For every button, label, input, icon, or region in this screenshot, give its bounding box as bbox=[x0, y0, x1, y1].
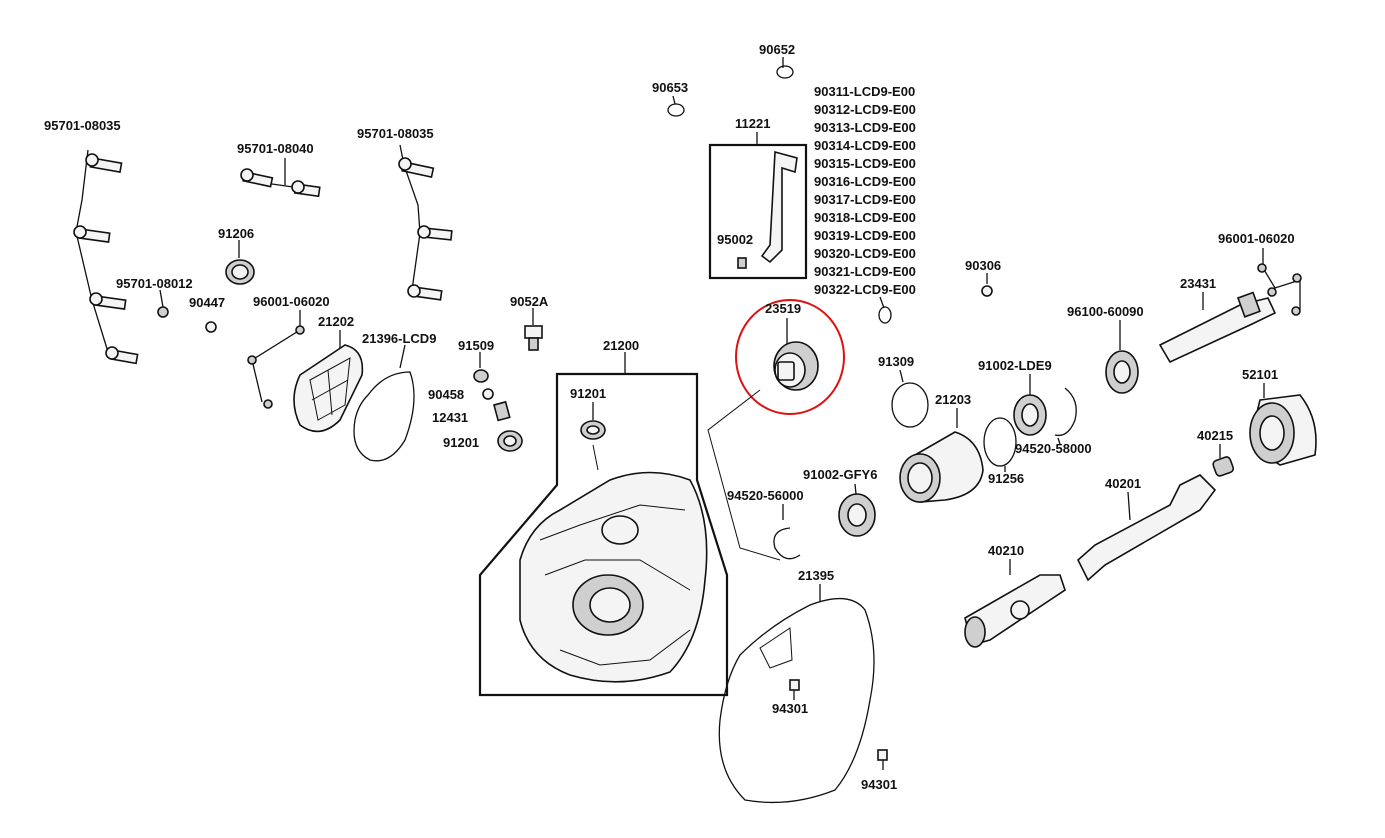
gasket-21396 bbox=[353, 371, 415, 462]
label-91256: 91256 bbox=[988, 471, 1024, 486]
washer-90447 bbox=[205, 321, 217, 333]
gear-23519 bbox=[773, 341, 819, 391]
label-94520-58000: 94520-58000 bbox=[1015, 441, 1092, 456]
pin-12431 bbox=[493, 400, 511, 422]
driveshaft-40201 bbox=[1077, 474, 1217, 582]
seal-91201-left bbox=[497, 430, 523, 452]
label-95701-08012: 95701-08012 bbox=[116, 276, 193, 291]
label-96100-60090: 96100-60090 bbox=[1067, 304, 1144, 319]
housing-21203 bbox=[899, 431, 984, 503]
bolt-chain-right bbox=[398, 144, 453, 301]
washer-91509 bbox=[473, 369, 489, 383]
label-91002-lde9: 91002-LDE9 bbox=[978, 358, 1052, 373]
label-91201-left: 91201 bbox=[443, 435, 479, 450]
washer-90306 bbox=[981, 285, 993, 297]
label-11221: 11221 bbox=[735, 116, 770, 131]
shim-list-item: 90318-LCD9-E00 bbox=[814, 210, 916, 225]
circlip-94520-58000 bbox=[1054, 387, 1077, 437]
drain-plug-9052A bbox=[524, 325, 543, 351]
label-90306: 90306 bbox=[965, 258, 1001, 273]
label-95002: 95002 bbox=[717, 232, 753, 247]
label-90447: 90447 bbox=[189, 295, 225, 310]
label-91509: 91509 bbox=[458, 338, 494, 353]
label-95701-08035-left: 95701-08035 bbox=[44, 118, 121, 133]
bolt-set-96001-06020-left bbox=[247, 310, 305, 409]
crankcase-21200 bbox=[519, 471, 708, 683]
label-12431: 12431 bbox=[432, 410, 468, 425]
label-21200: 21200 bbox=[603, 338, 639, 353]
bolt-set-96001-06020-right bbox=[1257, 248, 1302, 316]
clip-90653 bbox=[667, 103, 685, 117]
shim-list-item: 90321-LCD9-E00 bbox=[814, 264, 916, 279]
shim-ring bbox=[878, 306, 892, 324]
spring-40215 bbox=[1212, 456, 1235, 477]
shim-list-item: 90320-LCD9-E00 bbox=[814, 246, 916, 261]
shim-list-item: 90319-LCD9-E00 bbox=[814, 228, 916, 243]
small-bolt-95701-08012 bbox=[157, 306, 169, 318]
circlip-94520-56000 bbox=[773, 527, 801, 560]
shim-list-item: 90315-LCD9-E00 bbox=[814, 156, 916, 171]
shim-list-item: 90314-LCD9-E00 bbox=[814, 138, 916, 153]
label-91002-gfy6: 91002-GFY6 bbox=[803, 467, 877, 482]
oring-91309 bbox=[891, 382, 929, 428]
clip-95002 bbox=[737, 257, 747, 269]
leader-23519 bbox=[707, 389, 781, 561]
label-23431: 23431 bbox=[1180, 276, 1216, 291]
cover-21202 bbox=[293, 344, 364, 433]
bearing-91002-lde9 bbox=[1013, 394, 1047, 436]
shim-list: 90311-LCD9-E00 90312-LCD9-E00 90313-LCD9… bbox=[814, 84, 916, 297]
shim-list-item: 90316-LCD9-E00 bbox=[814, 174, 916, 189]
bolt-pair-top bbox=[240, 158, 321, 198]
label-21396-lcd9: 21396-LCD9 bbox=[362, 331, 436, 346]
shim-list-item: 90313-LCD9-E00 bbox=[814, 120, 916, 135]
label-91201-box: 91201 bbox=[570, 386, 606, 401]
label-90458: 90458 bbox=[428, 387, 464, 402]
label-95701-08035-right: 95701-08035 bbox=[357, 126, 434, 141]
seal-91201-box bbox=[580, 420, 606, 440]
label-96001-06020-left: 96001-06020 bbox=[253, 294, 330, 309]
label-91309: 91309 bbox=[878, 354, 914, 369]
shaft-23431 bbox=[1158, 291, 1277, 364]
universal-joint-40210 bbox=[964, 574, 1066, 648]
label-94301-a: 94301 bbox=[772, 701, 808, 716]
pin-94301-a bbox=[789, 679, 800, 691]
label-21395: 21395 bbox=[798, 568, 834, 583]
label-21202: 21202 bbox=[318, 314, 354, 329]
label-94520-56000: 94520-56000 bbox=[727, 488, 804, 503]
group-box-11221 bbox=[708, 143, 808, 280]
shim-list-item: 90311-LCD9-E00 bbox=[814, 84, 915, 99]
label-95701-08040: 95701-08040 bbox=[237, 141, 314, 156]
shim-list-item: 90312-LCD9-E00 bbox=[814, 102, 916, 117]
pin-94301-b bbox=[877, 749, 888, 761]
label-90652: 90652 bbox=[759, 42, 795, 57]
gasket-21395 bbox=[718, 598, 875, 804]
breather-tube-11221 bbox=[760, 150, 798, 264]
label-94301-b: 94301 bbox=[861, 777, 897, 792]
label-40215: 40215 bbox=[1197, 428, 1233, 443]
gear-assembly-52101 bbox=[1249, 394, 1317, 466]
label-21203: 21203 bbox=[935, 392, 971, 407]
label-9052A: 9052A bbox=[510, 294, 549, 309]
label-96001-06020-right: 96001-06020 bbox=[1218, 231, 1295, 246]
oring-91256 bbox=[983, 417, 1017, 467]
oil-seal-91206 bbox=[225, 259, 255, 285]
shim-list-item: 90317-LCD9-E00 bbox=[814, 192, 916, 207]
label-52101: 52101 bbox=[1242, 367, 1278, 382]
bolt-chain-left bbox=[73, 149, 139, 365]
bearing-96100-60090 bbox=[1105, 350, 1139, 394]
label-91206: 91206 bbox=[218, 226, 254, 241]
oring-90458 bbox=[482, 388, 494, 400]
clip-90652 bbox=[776, 65, 794, 79]
group-box-21200 bbox=[478, 372, 729, 697]
label-40210: 40210 bbox=[988, 543, 1024, 558]
label-23519: 23519 bbox=[765, 301, 801, 316]
label-90653: 90653 bbox=[652, 80, 688, 95]
bearing-91002-gfy6 bbox=[838, 493, 876, 537]
shim-list-item: 90322-LCD9-E00 bbox=[814, 282, 916, 297]
highlight-circle-23519 bbox=[735, 299, 845, 415]
label-40201: 40201 bbox=[1105, 476, 1141, 491]
